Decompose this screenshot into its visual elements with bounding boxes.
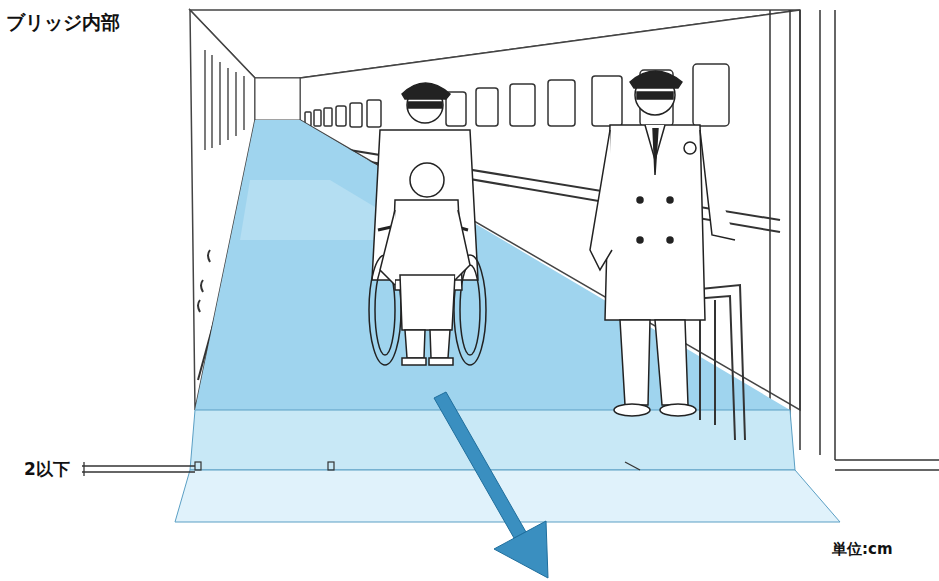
diagram-title: ブリッジ内部: [6, 10, 120, 36]
unit-note: 単位:cm: [832, 540, 893, 559]
dimension-label: 2以下: [22, 458, 72, 481]
